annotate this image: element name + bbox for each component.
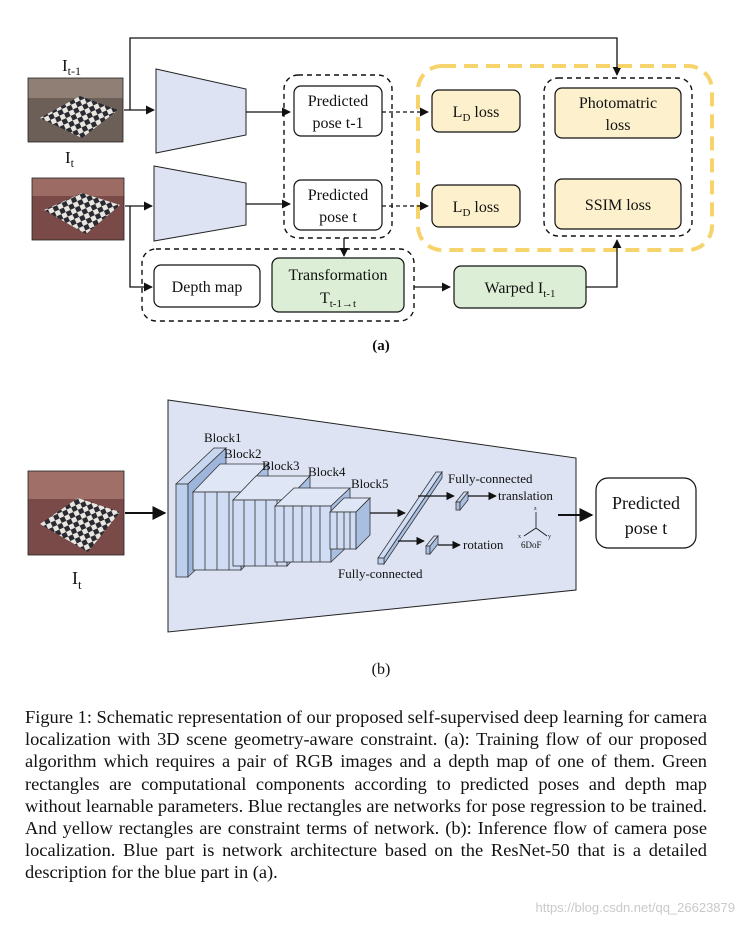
six-dof-axes-icon: [523, 512, 548, 537]
predicted-pose-output-line2: pose t: [625, 518, 668, 538]
predicted-poses-group: [283, 74, 393, 239]
transformation-box: [271, 257, 405, 313]
warped-image-text: Warped It-1: [485, 280, 556, 300]
part-a-diagram: It-1 It Predicted pose t-1 Predicte: [27, 37, 714, 354]
image-prev-label: It-1: [62, 56, 81, 78]
ld-loss-prev-text: LD loss: [453, 104, 500, 124]
photometric-loss-line2: loss: [606, 117, 631, 134]
ld-loss-current-text: LD loss: [453, 199, 500, 219]
ld-loss-current-box: [431, 184, 521, 228]
image-current-frame: [31, 177, 125, 241]
arrow-warped-to-losses: [586, 239, 622, 288]
predicted-pose-current-line2: pose t: [319, 209, 357, 226]
ld-loss-prev-box: [431, 89, 521, 133]
ssim-loss-box: [554, 178, 682, 230]
rotation-head: [425, 534, 439, 556]
translation-head: [455, 490, 469, 512]
part-b-label: (b): [372, 661, 391, 678]
image-current-label: It: [65, 148, 75, 170]
predicted-pose-prev-line1: Predicted: [308, 93, 368, 110]
axis-y-label: y: [548, 534, 551, 540]
image-current-input: [27, 470, 125, 556]
predicted-pose-output-line1: Predicted: [612, 493, 680, 513]
pose-network-prev: [155, 68, 247, 154]
watermark: https://blog.csdn.net/qq_26623879: [535, 900, 736, 915]
predicted-pose-prev-box: [293, 85, 383, 137]
axis-z-label: z: [534, 506, 537, 512]
arrow-current-to-depth: [129, 206, 153, 292]
block5-stack: [329, 497, 371, 550]
pose-network-current: [153, 165, 247, 242]
block2-label: Block2: [224, 446, 262, 461]
fc-bottom-label: Fully-connected: [338, 566, 423, 581]
arrow-prev-to-photometric: [129, 37, 622, 110]
predicted-pose-prev-line2: pose t-1: [312, 115, 363, 132]
part-a-label: (a): [372, 338, 390, 354]
translation-label: translation: [498, 488, 553, 503]
block5-label: Block5: [351, 476, 389, 491]
image-prev-frame: [27, 77, 124, 143]
axis-x-label: x: [518, 534, 521, 540]
resnet-architecture-region: [167, 399, 577, 633]
constraint-terms-region: [416, 64, 714, 252]
photometric-loss-box: [554, 87, 682, 139]
figure-caption: Figure 1: Schematic representation of ou…: [25, 707, 707, 883]
predicted-pose-current-box: [293, 179, 383, 231]
depth-map-box: [153, 264, 261, 308]
part-b-diagram: It Block1 Block2 Block3: [27, 399, 697, 678]
six-dof-label: 6DoF: [521, 540, 542, 550]
rotation-label: rotation: [463, 537, 504, 552]
block3-label: Block3: [262, 458, 300, 473]
transformation-line1: Transformation: [289, 267, 388, 284]
transformation-line2: Tt-1→t: [320, 290, 356, 310]
geometry-group: [141, 248, 415, 322]
image-input-label: It: [72, 568, 82, 592]
ssim-loss-text: SSIM loss: [585, 197, 651, 214]
photometric-loss-line1: Photomatric: [579, 95, 657, 112]
fc-top-label: Fully-connected: [448, 471, 533, 486]
block4-label: Block4: [308, 464, 346, 479]
image-loss-group: [543, 77, 693, 237]
figure: It-1 It Predicted pose t-1 Predicte: [27, 37, 714, 678]
predicted-pose-current-line1: Predicted: [308, 187, 368, 204]
block1-label: Block1: [204, 430, 242, 445]
predicted-pose-output-box: [595, 477, 697, 549]
depth-map-text: Depth map: [172, 279, 243, 296]
